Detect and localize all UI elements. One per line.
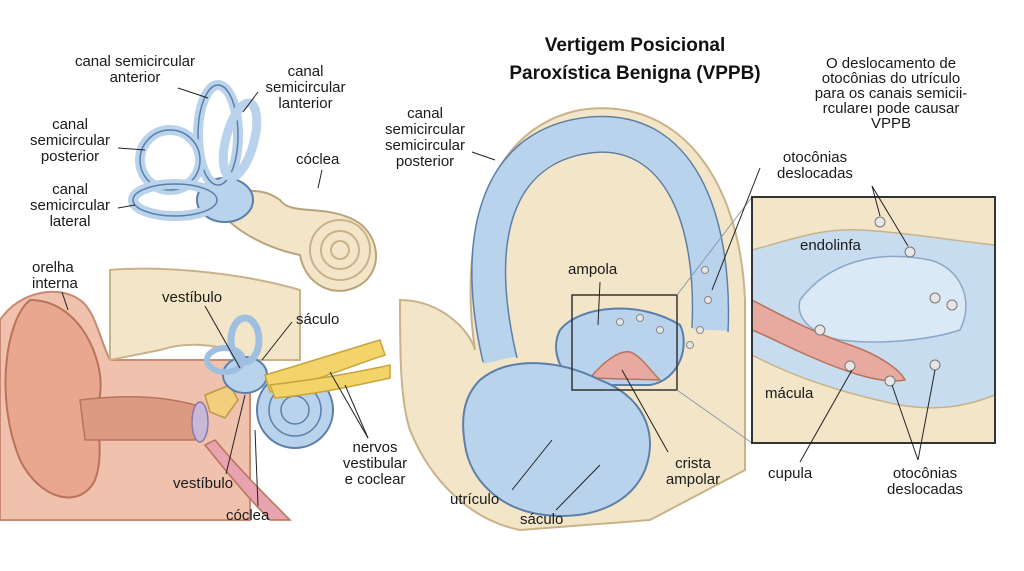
inset-otoconia-5 (844, 360, 856, 372)
zoom-box (571, 294, 678, 391)
leader-canal-posterior-center (471, 151, 496, 161)
cochlea-top-body (213, 189, 377, 292)
leader-canal-lanterior (242, 91, 259, 113)
inset-otoconia-1 (874, 216, 886, 228)
inset-bone-bottom (751, 353, 996, 444)
label-saculo-left: sáculo (296, 311, 340, 328)
zoom-inset (751, 196, 996, 444)
otoconia-canal-4 (686, 341, 694, 349)
inset-frame (751, 196, 996, 444)
leader-saculo-center (555, 464, 601, 511)
zoom-line-bottom (676, 389, 753, 444)
leader-orelha-interna (61, 291, 69, 311)
canal-lateral-outline (132, 183, 218, 217)
leader-nervos (329, 371, 369, 439)
leader-otoconias-top-3 (871, 185, 909, 247)
temporal-bone (109, 267, 301, 362)
ossicles (204, 384, 239, 419)
leader-canal-anterior (177, 87, 209, 99)
label-canal-posterior-left: canal semicircular posterior (29, 116, 110, 165)
inset-otoconia-2 (904, 246, 916, 258)
otoconia-canal-3 (696, 326, 704, 334)
label-crista-ampolar: crista ampolar (665, 455, 721, 488)
leader-nervos-2 (344, 384, 369, 439)
label-nervos: nervos vestibular e coclear (342, 439, 408, 488)
canal-arch-edge-inner (504, 151, 694, 359)
leader-coclea-top (317, 169, 323, 189)
ear-cross-section (0, 267, 391, 521)
label-canal-lateral: canal semicircular lateral (29, 181, 110, 230)
inset-bone-top (751, 196, 996, 251)
label-vestibulo-bottom: vestíbulo (173, 475, 234, 492)
inset-otoconia-8 (814, 324, 826, 336)
canal-arch-edge-outer (471, 115, 730, 363)
leader-canal-posterior-left (117, 147, 146, 151)
inset-otoconia-3 (929, 292, 941, 304)
otoconia-canal-1 (701, 266, 709, 274)
leader-otoconias-top-2 (871, 185, 881, 217)
ear-canal (79, 396, 196, 441)
label-ampola: ampola (568, 261, 618, 278)
cochlea-top-spiral-2 (320, 230, 360, 270)
cochlea-top-spiral-1 (309, 219, 371, 281)
label-coclea-bottom: cóclea (226, 507, 270, 524)
canal-arch-outer (471, 117, 728, 364)
leader-otoconias-bottom-2 (917, 369, 936, 461)
label-cupula: cupula (768, 465, 813, 482)
label-vestibulo-top: vestíbulo (162, 289, 223, 306)
label-orelha-interna: orelha interna (32, 259, 78, 292)
crista-center (588, 351, 662, 381)
eustachian-tube (203, 439, 292, 521)
canal-anterior-outline (197, 84, 239, 186)
leader-saculo-left (261, 321, 293, 361)
label-canal-anterior: canal semicircular anterior (74, 53, 196, 86)
zoom-line-top (676, 196, 753, 296)
canals-bottom-2 (204, 345, 246, 375)
diagram-title: Vertigem Posicional Paroxística Benigna … (509, 35, 761, 84)
label-coclea-top: cóclea (296, 151, 340, 168)
label-saculo-center: sáculo (520, 511, 564, 528)
inset-otoconia-7 (929, 359, 941, 371)
otoconia-canal-6 (636, 314, 644, 322)
label-canal-posterior-center: canal semicircular semicircular posterio… (384, 105, 465, 170)
inset-otoconia-4 (946, 299, 958, 311)
leader-lines (61, 87, 936, 511)
leader-canal-lateral (117, 204, 136, 209)
utricle-saccule (462, 362, 651, 517)
auricle (4, 298, 102, 499)
label-endolinfa: endolinfa (800, 237, 861, 254)
nerve-bundle-2 (268, 364, 391, 399)
eardrum (191, 401, 209, 443)
leader-utriculo (511, 439, 553, 491)
otoconia-canal-5 (656, 326, 664, 334)
label-otoconias-top: otocônias deslocadas (777, 149, 853, 182)
inner-ear-labyrinth-top (128, 80, 377, 292)
leader-crista (621, 369, 669, 453)
label-canal-lanterior: canal semicircular lanterior (265, 63, 346, 112)
explanatory-note: O deslocamento de otocônias do utrículo … (814, 55, 968, 132)
labyrinth-center (398, 107, 753, 532)
otoconia-canal-7 (616, 318, 624, 326)
leader-vestibulo-top (204, 305, 241, 369)
leader-cupula (799, 369, 853, 463)
canal-posterior-outline (139, 129, 201, 191)
label-macula: mácula (765, 385, 814, 402)
otoconia-canal-2 (704, 296, 712, 304)
leader-otoconias-top-1 (711, 167, 761, 291)
label-otoconias-bottom: otocônias deslocadas (887, 465, 963, 498)
leader-ampola (597, 281, 601, 326)
leader-vestibulo-bottom (225, 394, 246, 475)
inset-otoconia-6 (884, 375, 896, 387)
label-utriculo: utrículo (450, 491, 500, 508)
leader-coclea-bottom (254, 429, 259, 507)
cochlea-top-spiral-3 (330, 240, 350, 260)
leader-otoconias-bottom-1 (891, 384, 919, 461)
